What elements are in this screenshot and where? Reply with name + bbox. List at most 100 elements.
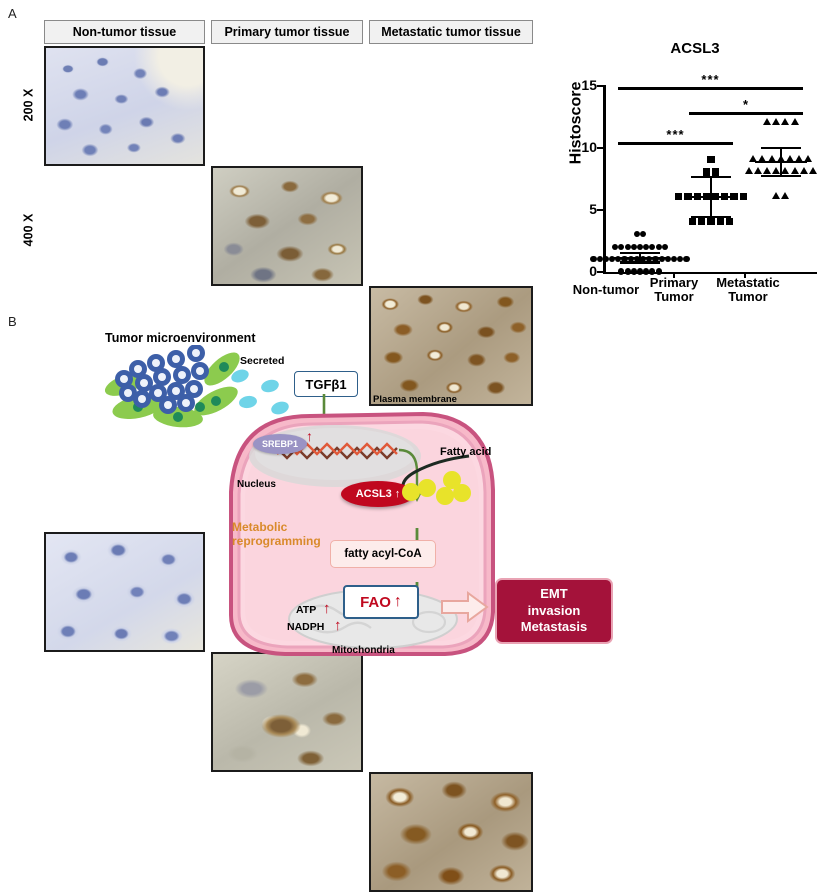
error-bar (638, 253, 642, 263)
fatty-acid-particles (402, 471, 471, 505)
magnification-row-label-400x: 400 X (20, 213, 35, 247)
x-tick-label-primary-tumor: Primary Tumor (631, 275, 717, 304)
nucleus-label: Nucleus (237, 479, 276, 490)
chart-title: ACSL3 (670, 40, 720, 57)
atp-up-arrow-icon: ↑ (323, 600, 331, 617)
data-point (707, 218, 715, 226)
chart-significance-layer: ******* (545, 35, 820, 300)
fatty-acid-particle (453, 484, 471, 502)
error-bar-cap (690, 175, 732, 179)
acsl3-histoscore-chart: ACSL3 Histoscore 15 10 5 0 Non-tumor Pri… (545, 35, 820, 304)
significance-bar (689, 112, 803, 116)
x-tick-label-metastatic-tumor: Metastatic Tumor (700, 275, 796, 304)
fao-up-arrow-icon: ↑ (393, 593, 402, 610)
y-tick-mark (597, 147, 604, 150)
significance-bar (618, 87, 803, 91)
data-point (649, 243, 656, 250)
metabolic-line-2: reprogramming (232, 534, 321, 549)
data-point (640, 231, 647, 238)
error-bar-cap (619, 251, 661, 255)
data-point (786, 155, 794, 162)
data-point (655, 268, 662, 275)
fatty-acid-label: Fatty acid (440, 446, 492, 458)
secreted-particle (231, 369, 249, 383)
data-point (781, 117, 790, 125)
x-tick-mark (744, 272, 747, 278)
data-point (698, 218, 706, 226)
error-bar-cap (619, 261, 661, 264)
data-point (790, 117, 799, 125)
data-point (612, 243, 619, 250)
data-point (781, 167, 790, 175)
data-point (795, 155, 804, 162)
significance-asterisks: * (742, 97, 750, 113)
panel-a-letter: A (8, 6, 17, 21)
data-point (772, 167, 781, 175)
y-tick-label-0: 0 (589, 263, 597, 279)
data-point (763, 167, 771, 175)
y-tick-mark (597, 209, 604, 212)
data-point (744, 167, 753, 175)
tissue-texture (371, 774, 531, 890)
tissue-image-primary-400x (211, 652, 363, 772)
mitochondria-cristae (310, 621, 372, 634)
panel-b-letter: B (8, 314, 17, 329)
tgfb1-box: TGFβ1 (294, 371, 358, 397)
y-tick-label-10: 10 (581, 139, 597, 155)
x-axis-line (603, 271, 817, 275)
data-point (707, 156, 715, 164)
secreted-particle (271, 401, 289, 415)
error-bar (779, 148, 783, 176)
y-tick-mark (597, 85, 604, 88)
x-tick-label-line: Primary (649, 275, 699, 290)
nadph-up-arrow-icon: ↑ (334, 617, 342, 634)
tumor-microenvironment-cluster (104, 345, 240, 428)
data-point (702, 168, 710, 176)
mitochondria-label: Mitochondria (332, 645, 395, 656)
data-point (649, 268, 656, 275)
data-point (716, 218, 724, 226)
data-point (609, 255, 616, 263)
error-bar-cap (760, 146, 802, 150)
tissue-image-metastatic-200x (369, 286, 533, 406)
srebp1-up-arrow-icon: ↑ (306, 428, 313, 444)
data-point (739, 193, 747, 201)
data-point (781, 192, 790, 200)
data-point (624, 268, 631, 275)
metabolic-reprogramming-label: Metabolic reprogramming (232, 520, 321, 549)
data-point (671, 255, 678, 263)
fatty-acid-particle (443, 471, 461, 489)
error-bar (709, 177, 713, 217)
y-tick-label-15: 15 (581, 77, 597, 93)
emt-line-2: invasion (527, 602, 581, 618)
tissue-texture (213, 654, 361, 770)
emt-line-3: Metastasis (520, 619, 588, 635)
emt-line-1: EMT (540, 586, 568, 602)
fatty-acid-particle (436, 487, 454, 505)
emt-block-arrow-icon (441, 591, 489, 623)
data-point (643, 243, 650, 250)
y-tick-mark (597, 271, 604, 274)
x-tick-mark (673, 272, 676, 278)
data-point (664, 255, 671, 263)
data-point (636, 243, 644, 250)
nadph-label: NADPH (287, 621, 325, 633)
tissue-texture (46, 48, 203, 164)
srebp1-node: SREBP1 (253, 434, 307, 454)
error-bar-cap (760, 174, 802, 178)
tissue-image-metastatic-400x (369, 772, 533, 892)
secreted-tgfb1-particles (231, 369, 289, 415)
tumor-microenvironment-label: Tumor microenvironment (105, 331, 256, 345)
acsl3-label: ACSL3 (355, 488, 392, 500)
data-point (689, 218, 697, 226)
tissue-column-header-metastatic: Metastatic tumor tissue (369, 20, 533, 44)
data-point (602, 255, 609, 263)
chart-points-layer (545, 35, 820, 300)
tissue-column-header-non-tumor: Non-tumor tissue (44, 20, 205, 44)
magnification-row-label-400x-wrap: 400 X (8, 200, 48, 260)
significance-asterisks: *** (666, 127, 685, 143)
data-point (712, 168, 720, 176)
x-tick-label-line: Metastatic (716, 275, 780, 290)
data-point (624, 243, 631, 250)
fatty-acid-particle (402, 483, 420, 501)
